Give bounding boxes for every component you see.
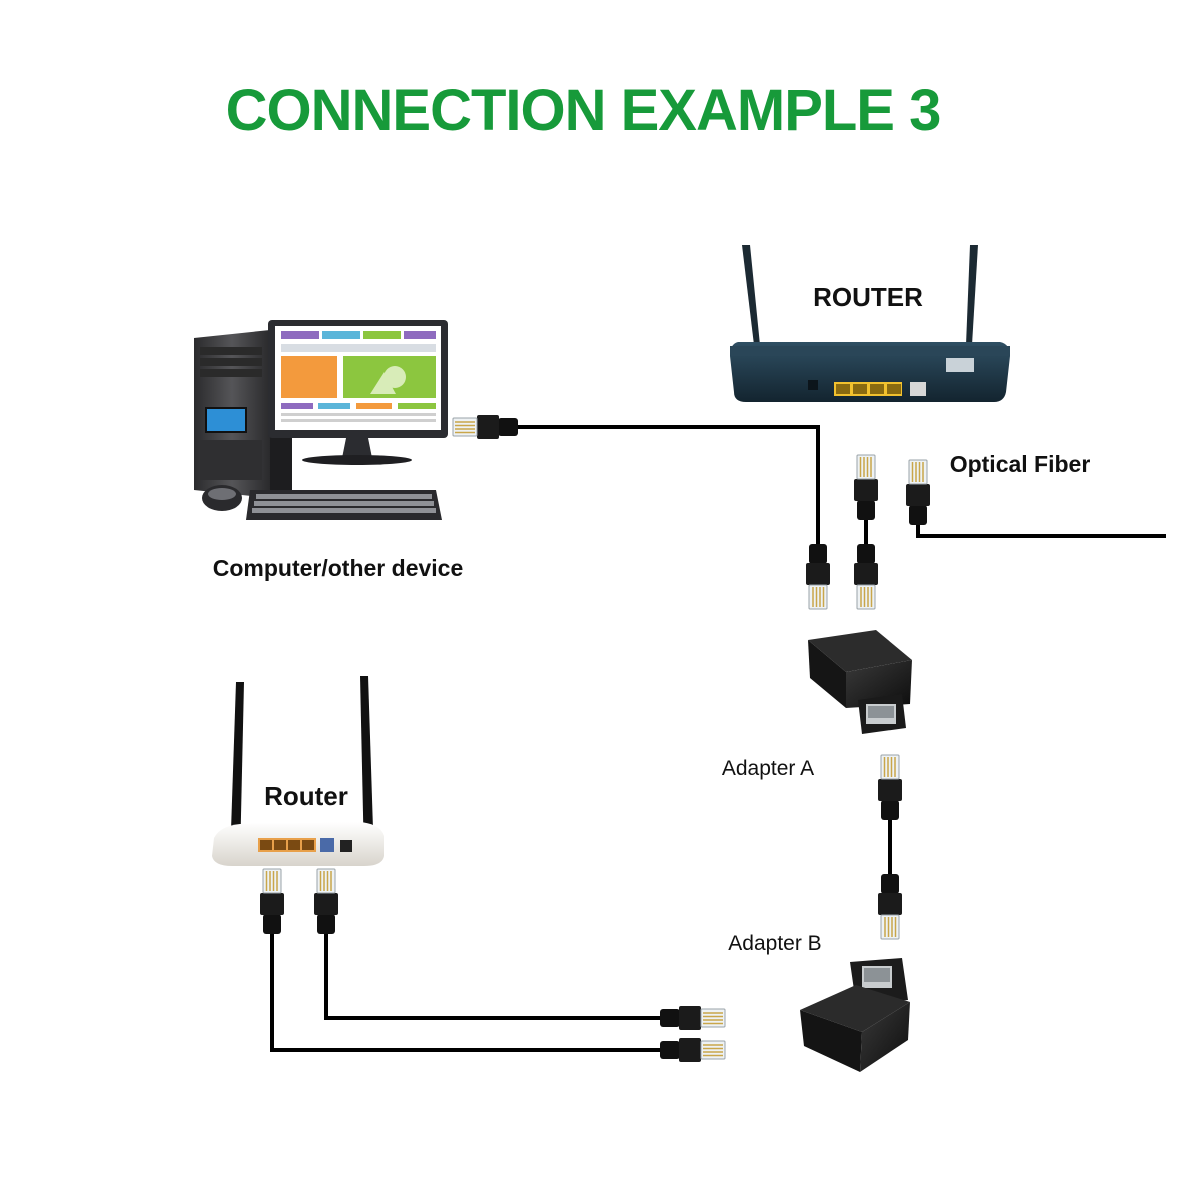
rj45-splitter-adapter-a-icon bbox=[808, 630, 912, 734]
adapter-b-output-connectors bbox=[659, 1005, 726, 1063]
adapter-b-input-connector bbox=[877, 873, 903, 940]
router-bottom-label: Router bbox=[264, 781, 348, 811]
adapter-a-output-connectors bbox=[877, 754, 903, 821]
cables bbox=[270, 425, 1166, 1052]
router-top-rj45-connectors bbox=[853, 454, 931, 526]
adapter-a-input-connectors bbox=[805, 543, 879, 610]
computer-label: Computer/other device bbox=[213, 555, 464, 581]
computer-rj45-connector bbox=[453, 415, 518, 439]
dual-antenna-router-icon bbox=[730, 245, 1010, 402]
rj45-splitter-adapter-b-icon bbox=[800, 958, 910, 1072]
cable-router-port2-to-adapter-b bbox=[324, 930, 665, 1020]
optical-fiber-label: Optical Fiber bbox=[950, 451, 1091, 477]
cable-computer-to-adapter-a bbox=[500, 425, 820, 545]
desktop-computer-icon bbox=[194, 320, 448, 520]
router-bottom-rj45-connectors bbox=[259, 868, 339, 935]
adapter-b-label: Adapter B bbox=[728, 932, 821, 955]
white-wifi-router-icon bbox=[212, 676, 384, 866]
cable-router-port1-to-adapter-b bbox=[270, 930, 665, 1052]
page-title: CONNECTION EXAMPLE 3 bbox=[226, 78, 941, 143]
router-top-label: ROUTER bbox=[813, 282, 923, 312]
adapter-a-label: Adapter A bbox=[722, 757, 814, 780]
